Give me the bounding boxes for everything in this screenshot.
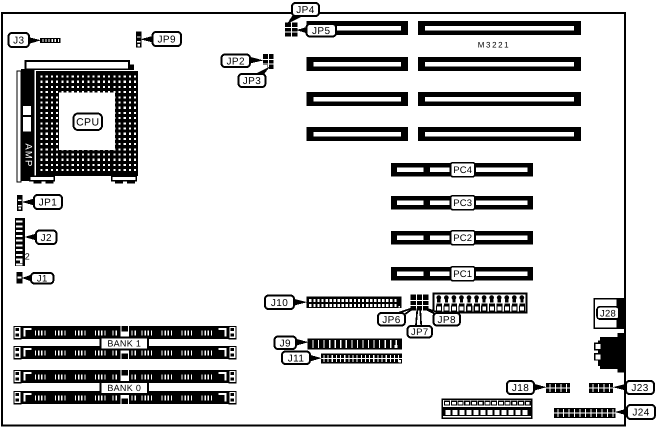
svg-text:CPU: CPU bbox=[76, 116, 99, 128]
svg-text:JP1: JP1 bbox=[39, 198, 57, 209]
svg-text:J24: J24 bbox=[632, 408, 649, 419]
svg-text:PC2: PC2 bbox=[453, 233, 472, 244]
svg-text:J28: J28 bbox=[600, 308, 616, 319]
svg-text:BANK 1: BANK 1 bbox=[107, 339, 141, 349]
svg-text:JP3: JP3 bbox=[243, 76, 261, 87]
svg-text:J11: J11 bbox=[288, 353, 305, 364]
svg-text:J23: J23 bbox=[631, 383, 648, 394]
svg-text:2: 2 bbox=[25, 252, 30, 262]
svg-text:JP4: JP4 bbox=[296, 5, 314, 16]
svg-text:J2: J2 bbox=[41, 233, 52, 244]
svg-text:PC3: PC3 bbox=[453, 198, 472, 209]
svg-text:J3: J3 bbox=[13, 36, 24, 47]
svg-text:J1: J1 bbox=[37, 274, 48, 285]
svg-text:PC4: PC4 bbox=[453, 165, 472, 176]
svg-text:JP8: JP8 bbox=[438, 315, 456, 326]
svg-text:PC1: PC1 bbox=[453, 269, 472, 280]
svg-text:J9: J9 bbox=[280, 338, 291, 349]
svg-text:JP7: JP7 bbox=[411, 327, 429, 338]
svg-text:JP2: JP2 bbox=[227, 56, 245, 67]
svg-text:J10: J10 bbox=[271, 298, 288, 309]
svg-text:JP5: JP5 bbox=[312, 26, 330, 37]
svg-text:JP9: JP9 bbox=[158, 35, 176, 46]
svg-text:AMP: AMP bbox=[22, 143, 33, 167]
svg-text:JP6: JP6 bbox=[382, 315, 400, 326]
svg-text:M3221: M3221 bbox=[478, 40, 510, 49]
svg-text:BANK 0: BANK 0 bbox=[107, 383, 141, 393]
svg-text:J18: J18 bbox=[512, 383, 529, 394]
